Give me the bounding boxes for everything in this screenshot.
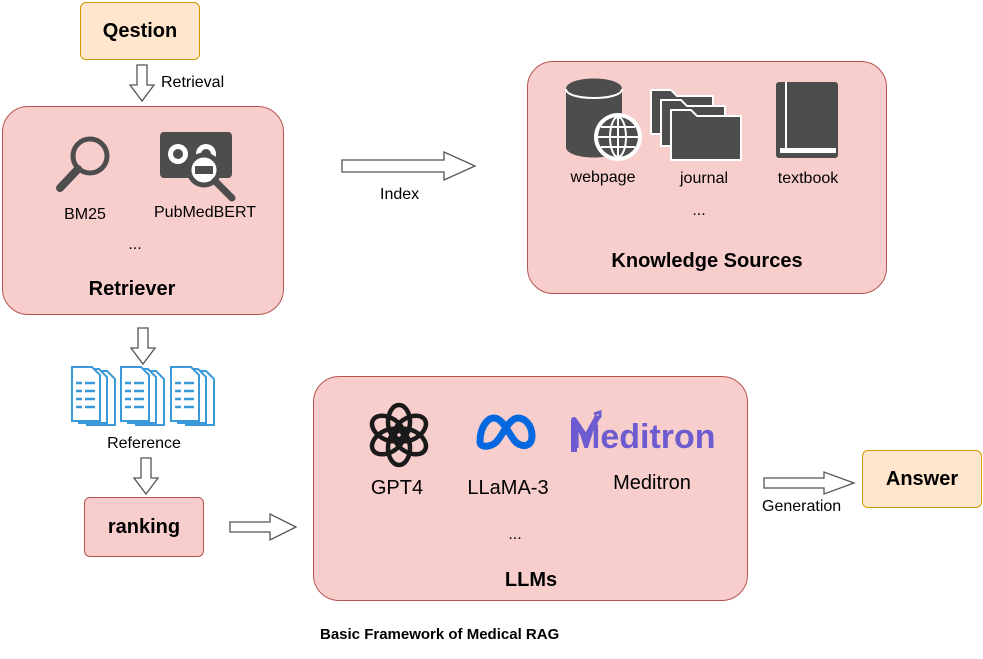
- retriever-item-pubmedbert: PubMedBERT: [154, 204, 256, 221]
- retriever-down-arrow: [129, 327, 157, 366]
- index-label: Index: [380, 186, 420, 203]
- llm-item-llama3: LLaMA-3: [467, 477, 549, 499]
- reference-down-arrow: [132, 457, 160, 496]
- reference-label: Reference: [107, 435, 181, 452]
- retriever-ellipsis: ...: [128, 236, 142, 253]
- llms-title: LLMs: [504, 569, 558, 591]
- meditron-logo-icon: [571, 409, 602, 452]
- llm-item-meditron: Meditron: [613, 472, 691, 494]
- generation-label: Generation: [762, 498, 842, 515]
- retrieval-arrow: [128, 64, 156, 103]
- database-globe-icon: [565, 78, 642, 161]
- knowledge-ellipsis: ...: [692, 202, 706, 219]
- search-icon: [56, 136, 110, 192]
- knowledge-item-webpage: webpage: [570, 169, 636, 186]
- question-label: Qestion: [102, 19, 178, 42]
- answer-label: Answer: [885, 467, 959, 490]
- openai-icon: [369, 402, 429, 468]
- question-box: Qestion: [80, 2, 200, 60]
- retriever-box: [2, 106, 284, 315]
- ranking-arrow: [229, 512, 298, 542]
- llm-item-gpt4: GPT4: [370, 477, 424, 499]
- book-icon: [776, 82, 838, 158]
- llms-box: [313, 376, 748, 601]
- documents-icon-2: [120, 366, 165, 426]
- knowledge-title: Knowledge Sources: [611, 250, 803, 272]
- meta-icon: [476, 414, 536, 450]
- documents-icon-3: [170, 366, 215, 426]
- tape-search-icon: [160, 132, 236, 202]
- retriever-title: Retriever: [88, 278, 176, 300]
- knowledge-item-textbook: textbook: [777, 170, 839, 187]
- figure-caption: Basic Framework of Medical RAG: [320, 626, 560, 643]
- answer-box: Answer: [862, 450, 982, 508]
- ranking-box: ranking: [84, 497, 204, 557]
- knowledge-item-journal: journal: [679, 170, 729, 187]
- folders-icon: [650, 89, 742, 161]
- index-arrow: [341, 150, 477, 182]
- generation-arrow: [763, 471, 856, 495]
- ranking-label: ranking: [107, 515, 181, 538]
- documents-icon-1: [71, 366, 116, 426]
- meditron-logo-text: Meditron: [572, 418, 716, 456]
- retriever-item-bm25: BM25: [64, 206, 106, 223]
- retrieval-label: Retrieval: [161, 74, 225, 91]
- llms-ellipsis: ...: [508, 526, 522, 543]
